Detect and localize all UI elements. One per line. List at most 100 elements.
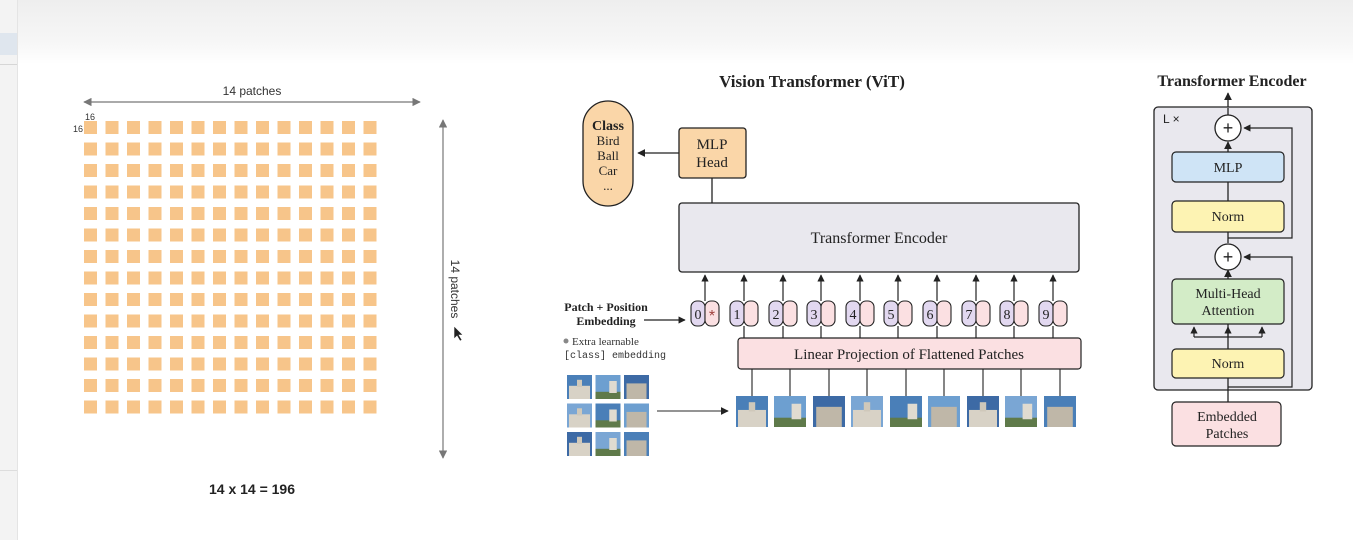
patch-cell [256,121,269,134]
patch-cell [170,400,183,414]
patch-cell [256,400,269,414]
patch-cell [148,400,162,414]
embedded-patches-box [1171,401,1282,447]
class-title: Class [592,119,624,134]
flattened-patch-wall [791,403,802,420]
class-item-bird: Bird [596,133,620,148]
patch-cell [256,314,269,328]
patch-cell [213,314,226,328]
norm-bottom-label: Norm [1212,357,1245,372]
mlp-head-label-2: Head [696,155,728,171]
source-patch-building [569,414,590,428]
patch-cell [256,357,269,371]
residual-connection-2 [1228,124,1293,239]
linear-projection-label: Linear Projection of Flattened Patches [794,347,1024,363]
patch-cell [320,207,334,220]
patch-cell [256,207,269,220]
patch-cell [105,293,119,306]
patch-cell [213,400,226,414]
patch-cell [234,357,248,371]
source-patch-tower [577,408,582,416]
patch-cell [127,357,140,371]
patch-cell [342,142,355,156]
top-band [0,0,1353,64]
patch-cell [127,142,140,156]
embedded-label-1: Embedded [1197,410,1257,425]
patch-cell [299,142,312,156]
patch-cell [148,379,162,392]
patch-cell [234,400,248,414]
flattened-patch-wall [1022,403,1033,420]
flattened-patch-ground [890,417,922,427]
patch-cell [170,293,183,306]
token-index: 6 [927,308,934,323]
patch-cell [299,293,312,306]
patch-cell [105,357,119,371]
patch-cell [363,314,377,328]
patch-cell [105,164,119,177]
patch-cell [342,164,355,177]
patch-cell [127,271,140,285]
patch-embedding [782,300,798,327]
mlp-block [1171,151,1285,183]
patch-cell [363,228,377,242]
patch-cell [213,121,226,134]
patch-cell [213,336,226,349]
patch-cell [191,400,205,414]
class-output-box [582,100,634,207]
patch-cell [256,293,269,306]
patch-cell [148,185,162,199]
class-item-more: ... [603,178,613,193]
patch-cell [84,250,97,263]
patch-cell [127,185,140,199]
patch-cell [234,228,248,242]
patch-cell [105,400,119,414]
patch-cell [234,293,248,306]
source-patch-wall [609,381,617,393]
patch-cell [213,293,226,306]
source-patch-ground [595,391,621,399]
patch-cell [191,379,205,392]
attention-block [1171,278,1285,325]
patch-cell [299,271,312,285]
source-patch-building [569,385,590,399]
patch-cell [84,207,97,220]
patch-cell [277,379,291,392]
patch-cell [277,314,291,328]
patch-cell [320,293,334,306]
patch-cell [277,228,291,242]
flattened-patch-ground [1005,417,1037,427]
patch-cell [234,314,248,328]
patch-cell [105,228,119,242]
patch-cell [170,336,183,349]
left-panel-selection[interactable] [0,33,17,55]
patch-cell [191,271,205,285]
source-patch-facade [626,411,647,428]
patch-cell [191,357,205,371]
patch-cell [320,379,334,392]
flattened-patch-wall [907,403,918,420]
patch-cell [256,336,269,349]
patch-cell [363,357,377,371]
patch-cell [84,357,97,371]
patch-cell [320,121,334,134]
patch-cell [363,271,377,285]
token-index: 2 [773,308,780,323]
flattened-patch-facade [1047,406,1073,427]
patch-cell [363,293,377,306]
patch-cell [342,336,355,349]
patch-height-label: 16 [73,124,83,134]
patch-cell [256,142,269,156]
patch-cell [127,228,140,242]
patch-cell [191,207,205,220]
patch-cell [363,185,377,199]
patch-cell [84,185,97,199]
patch-cell [342,379,355,392]
patch-cell [256,185,269,199]
patch-cell [170,142,183,156]
class-item-ball: Ball [597,148,619,163]
patch-cell [170,185,183,199]
mlp-block-label: MLP [1214,161,1243,176]
patch-cell [363,336,377,349]
